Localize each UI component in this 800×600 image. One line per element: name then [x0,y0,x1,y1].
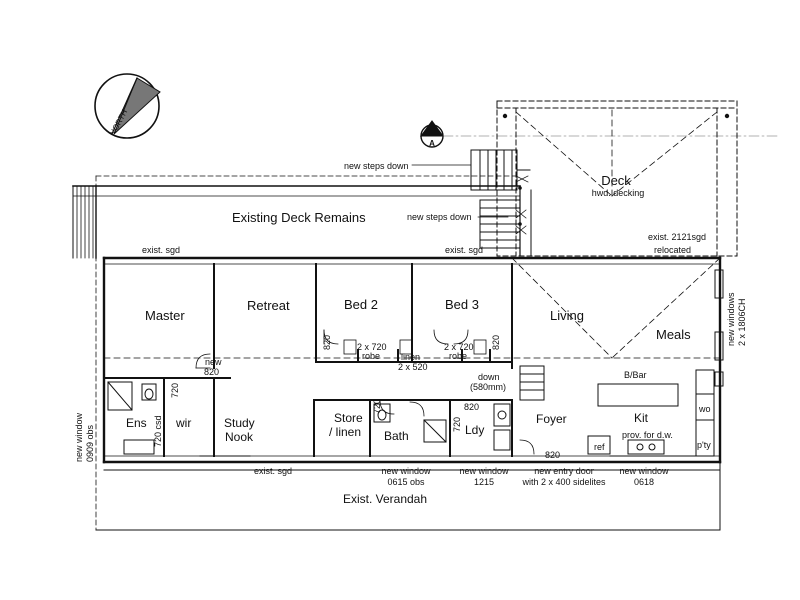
note-new-window-1215-1: new window [459,466,509,476]
room-label-retreat: Retreat [247,298,290,313]
dashed-lines [103,257,721,359]
note-new-steps-down-2: new steps down [407,212,472,222]
note-linen-small: linen [401,352,421,362]
room-label-living: Living [550,308,584,323]
dim-820-bed3: 820 [491,334,501,350]
note-new-entry-2: with 2 x 400 sidelites [522,477,606,487]
note-prov-dw: prov. for d.w. [622,430,673,440]
dim-820-bed2: 820 [322,334,332,350]
room-label-kit: Kit [634,411,649,425]
note-exist-2121sgd: exist. 2121sgd [648,232,707,242]
bath-fixtures [373,403,511,451]
note-new-window-0909-1: new window [74,412,84,462]
room-label-meals: Meals [656,327,691,342]
sgd-ticks [109,257,511,457]
deck-posts [502,113,730,226]
internal-steps [519,365,545,401]
note-robe-2: robe [449,351,468,361]
room-label-ens: Ens [126,416,147,430]
note-new-entry-1: new entry door [534,466,594,476]
note-new-820-a: new [205,357,222,367]
note-new-window-0615-2: 0615 obs [387,477,425,487]
dim-2x720-bed3: 2 x 720 [444,342,474,352]
room-label-existing-deck: Existing Deck Remains [232,210,366,225]
note-robe-1: robe [362,351,381,361]
room-label-bed3: Bed 3 [445,297,479,312]
dim-720-ldy: 720 [452,416,462,432]
note-new-windows-1: new windows [726,292,736,346]
note-ref: ref [594,442,605,452]
room-label-bath: Bath [384,429,409,443]
note-relocated: relocated [654,245,692,255]
note-new-steps-down-1: new steps down [344,161,409,171]
new-steps-lower [479,199,527,249]
kitchen-bench [587,369,715,457]
room-label-ldy: Ldy [465,423,485,437]
note-new-820-b: 820 [204,367,220,377]
dim-720csd: 720 csd [153,415,163,447]
dim-2x520: 2 x 520 [398,362,428,372]
dim-720-ens: 720 [170,382,180,398]
door-swings [195,329,535,455]
note-exist-sgd-2: exist. sgd [445,245,484,255]
room-label-study: Study [224,416,255,430]
room-label-linen: / linen [329,425,362,439]
note-exist-sgd-1: exist. sgd [142,245,181,255]
room-label-store: Store [334,411,363,425]
note-new-window-0909-2: 0909 obs [85,424,95,462]
room-label-foyer: Foyer [536,412,567,426]
note-exist-sgd-3: exist. sgd [254,466,293,476]
right-windows [714,269,724,387]
room-label-wir: wir [176,416,192,430]
note-new-window-1215-2: 1215 [473,477,495,487]
room-label-deck: Deck [601,173,631,188]
note-new-window-0618-1: new window [619,466,669,476]
room-label-nook: Nook [225,430,254,444]
ensuite-fixtures [107,381,157,455]
note-pty: p'ty [697,440,711,450]
north-arrow-icon [94,73,161,139]
room-label-bed2: Bed 2 [344,297,378,312]
dim-820-bath: 820 [464,402,480,412]
note-new-windows-2: 2 x 1806CH [737,298,747,346]
dim-820-foyer: 820 [545,450,561,460]
room-label-master: Master [145,308,185,323]
note-down: down [478,372,500,382]
new-steps-top [470,149,531,191]
note-down-mm: (580mm) [470,382,507,392]
note-new-window-0618-2: 0618 [633,477,655,487]
dim-720-store: 720 [372,398,382,414]
note-wo: wo [699,404,711,414]
section-marker-icon [420,120,781,148]
dim-2x720-bed2: 2 x 720 [357,342,387,352]
deck-roof-lines [515,107,718,197]
note-new-window-0615-1: new window [381,466,431,476]
house-walls [102,256,722,464]
room-label-verandah: Exist. Verandah [342,492,428,506]
existing-deck [72,175,532,531]
verandah-outline [95,461,721,531]
section-marker-label: A [429,139,435,148]
existing-deck-steps [76,185,94,259]
note-hwd-decking: hwd. decking [591,188,645,198]
note-bbar: B/Bar [624,370,647,380]
